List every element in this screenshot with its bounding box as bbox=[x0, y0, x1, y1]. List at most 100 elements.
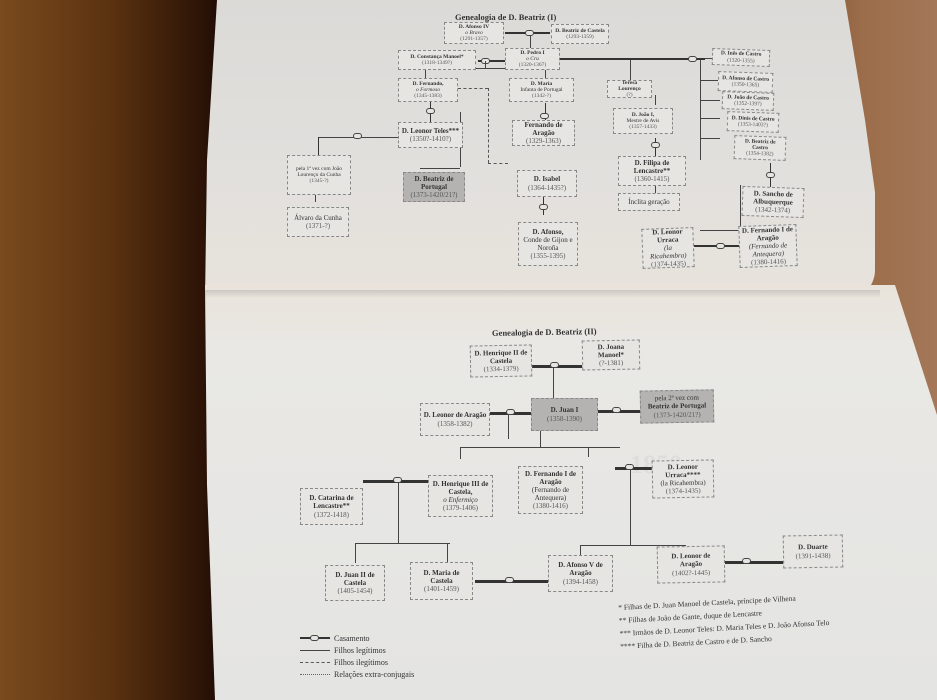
person-epithet: o Cru bbox=[526, 55, 539, 62]
person-dates: (1358-1382) bbox=[437, 419, 473, 428]
person-dates: (1293-1359) bbox=[566, 34, 594, 40]
connector-line bbox=[700, 80, 720, 81]
person-name: D. Constança Manoel* bbox=[410, 53, 464, 60]
connector-line bbox=[700, 100, 720, 101]
person-dates: (1318-1349?) bbox=[422, 60, 452, 66]
illegitimate-line bbox=[458, 88, 488, 89]
marriage-ring-icon bbox=[505, 577, 514, 583]
marriage-ring-icon bbox=[540, 113, 549, 119]
person-box-teresa: Teresa Lourenço(?) bbox=[607, 80, 652, 98]
connector-line bbox=[460, 447, 620, 448]
person-dates: (1354-1382) bbox=[745, 150, 774, 158]
person-dates: (?-1381) bbox=[599, 358, 624, 368]
person-name: D. João I, bbox=[631, 111, 655, 118]
person-name: D. Maria de Castela bbox=[423, 568, 460, 585]
connector-line bbox=[508, 414, 509, 439]
person-dates: (1352-1397) bbox=[734, 100, 762, 108]
connector-line bbox=[540, 427, 541, 447]
person-dates: (1350?-1410?) bbox=[409, 135, 452, 143]
person-dates: (1291-1357) bbox=[460, 36, 488, 43]
person-box-beatriz-portugal: D. Beatriz de Portugal(1373-1420/21?) bbox=[403, 172, 465, 202]
connector-line bbox=[655, 183, 656, 193]
person-epithet: o Formoso bbox=[416, 86, 440, 93]
connector-line bbox=[690, 245, 740, 247]
person-name-plain: Ínclita geração bbox=[628, 197, 670, 206]
person-name: D. Maria bbox=[530, 80, 553, 87]
person-dates: (1350-1365) bbox=[731, 81, 760, 89]
person-dates: (1334-1379) bbox=[483, 364, 519, 374]
person-dates: (1345-1383) bbox=[414, 93, 442, 100]
marriage-ring-icon bbox=[742, 558, 751, 564]
person-box-fernando-aragao: Fernando de Aragão(1329-1363) bbox=[512, 120, 575, 146]
person-epithet-plain: Conde de Gijon e Noroña bbox=[523, 235, 573, 252]
person-box-constanca: D. Constança Manoel*(1318-1349?) bbox=[398, 50, 476, 70]
person-name: D. Isabel bbox=[533, 175, 561, 184]
connector-line bbox=[725, 561, 785, 564]
person-box-inclita: Ínclita geração bbox=[618, 193, 680, 211]
person-box-joao-lourenco: pela 1ª vez com João Lourenço da Cunha(1… bbox=[287, 155, 351, 195]
connector-line bbox=[630, 470, 631, 545]
marriage-ring-icon bbox=[550, 362, 559, 368]
connector-line bbox=[485, 61, 486, 69]
legend-item-extramarital: Relações extra-conjugais bbox=[300, 668, 414, 680]
connector-line bbox=[555, 58, 705, 60]
person-name-plain: Álvaro da Cunha bbox=[294, 213, 342, 222]
connector-line bbox=[355, 543, 450, 544]
person-dates: (1405-1454) bbox=[337, 587, 373, 596]
person-name: D. Leonor de Aragão bbox=[423, 411, 487, 420]
marriage-ring-icon bbox=[426, 108, 435, 114]
person-name: D. Pedro I bbox=[520, 49, 545, 56]
person-dates: (1364-1435?) bbox=[527, 183, 567, 192]
person-epithet-plain: (Fernando de Antequera) bbox=[531, 485, 570, 503]
person-name: D. Joana Manoel* bbox=[597, 342, 625, 360]
person-dates: (1342-?) bbox=[532, 93, 551, 100]
person-box-dinis-castro: D. Dinis de Castro(1353-1403?) bbox=[726, 111, 780, 133]
connector-line bbox=[740, 185, 741, 230]
person-name: D. Juan II de Castela bbox=[335, 570, 375, 587]
person-name: D. Afonso IV bbox=[458, 23, 490, 30]
person-box-fernando1: D. Fernando I de Aragão(Fernando de Ante… bbox=[518, 466, 583, 514]
person-name: D. Leonor de Aragão bbox=[671, 552, 711, 569]
marriage-ring-icon bbox=[766, 172, 775, 178]
marriage-ring-icon bbox=[506, 409, 515, 415]
connector-line bbox=[580, 545, 581, 557]
connector-line bbox=[588, 447, 589, 457]
person-dates: (1401-1459) bbox=[424, 585, 459, 594]
person-dates: (1345-?) bbox=[309, 178, 329, 185]
person-name: D. Fernando, bbox=[412, 80, 444, 87]
marriage-ring-icon bbox=[651, 142, 660, 148]
marriage-ring-icon bbox=[393, 477, 402, 483]
person-dates: (?) bbox=[626, 92, 633, 99]
person-dates: (1374-1435) bbox=[665, 486, 701, 496]
person-epithet: o Enfermiço bbox=[443, 496, 478, 504]
person-box-beatriz-castro: D. Beatriz de Castro(1354-1382) bbox=[733, 135, 787, 161]
person-box-joao1: D. João I,Mestre de Avis(1357-1433) bbox=[613, 108, 673, 134]
person-name-plain: pela 1ª vez com João Lourenço da Cunha bbox=[295, 165, 343, 178]
connector-line bbox=[700, 230, 740, 231]
person-epithet: o Bravo bbox=[465, 29, 483, 36]
illegitimate-line bbox=[488, 163, 508, 164]
person-box-afonso-castro: D. Afonso de Castro(1350-1365) bbox=[717, 71, 774, 93]
connector-line bbox=[530, 36, 531, 48]
person-name: D. Leonor Teles*** bbox=[401, 126, 460, 135]
person-box-juan2: D. Juan II de Castela(1405-1454) bbox=[325, 565, 385, 601]
person-dates: (1380-1416) bbox=[533, 502, 568, 511]
person-name: Teresa Lourenço bbox=[618, 79, 641, 92]
person-epithet-plain: Infanta de Portugal bbox=[520, 86, 563, 93]
person-dates: (1371-?) bbox=[305, 222, 331, 230]
person-name: D. Catarina de Lencastre** bbox=[309, 494, 354, 511]
person-box-afonso5: D. Afonso V de Aragão(1394-1458) bbox=[548, 555, 613, 592]
connector-line bbox=[553, 367, 554, 409]
person-box-leonor-urraca: D. Leonor Urraca(la Ricahembra)(1374-143… bbox=[641, 227, 695, 269]
connector-line bbox=[447, 543, 448, 563]
connector-line bbox=[700, 118, 720, 119]
person-dates: (1374-1435) bbox=[650, 259, 687, 269]
person-dates: (1372-1418) bbox=[314, 510, 349, 519]
person-dates: (1329-1363) bbox=[526, 137, 561, 146]
person-dates: (1379-1406) bbox=[443, 504, 478, 513]
person-box-henrique3: D. Henrique III de Castela,o Enfermiço(1… bbox=[428, 475, 493, 517]
connector-line bbox=[630, 60, 631, 80]
